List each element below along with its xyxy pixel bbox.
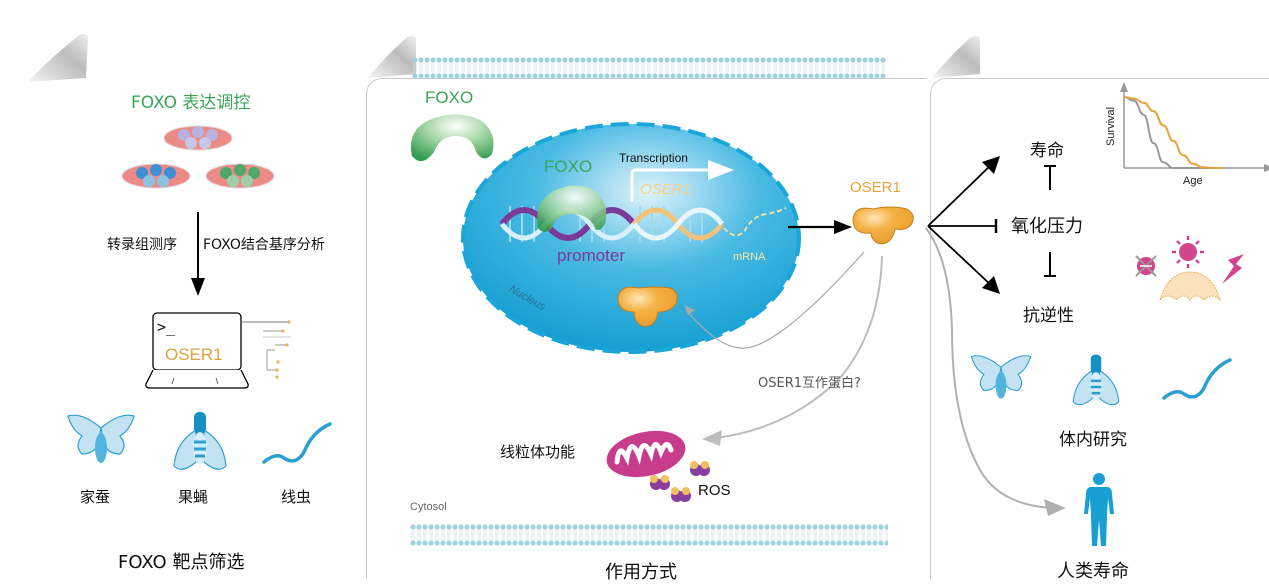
mitochondrion-icon [606, 430, 686, 478]
cell-membrane-bottom [410, 524, 888, 546]
inhibit-bar-resistance [1044, 252, 1056, 277]
page-curl-icon [28, 34, 88, 82]
oser1-interactor-label: OSER1互作蛋白? [758, 376, 861, 391]
nematode-worm-icon-invivo [1162, 358, 1232, 400]
human-figure-icon [1084, 473, 1114, 546]
mitochondria-function-label: 线粒体功能 [500, 443, 576, 461]
umbrella-icon [1159, 271, 1221, 302]
cytosol-label: Cytosol [410, 501, 447, 513]
laptop-icon [145, 312, 249, 389]
survival-series-control [1123, 96, 1223, 169]
terminal-result-oser1: OSER1 [165, 345, 223, 364]
sun-icon [1172, 236, 1204, 268]
stress-resistance-label: 抗逆性 [1023, 306, 1074, 326]
foxo-protein-icon [410, 114, 494, 162]
foxo-bound-label: FOXO [544, 157, 593, 176]
fruit-fly-icon [173, 412, 227, 470]
panel-outcomes-outline [930, 78, 1269, 579]
transcription-label: Transcription [619, 151, 688, 165]
petri-dish-blue [121, 163, 191, 189]
petri-dishes-icon [121, 125, 275, 189]
outcome-arrows [927, 156, 1000, 294]
promoter-label: promoter [557, 246, 626, 265]
nucleus-to-oser1-arrow [788, 220, 852, 234]
oser1-nuclear-protein-icon [617, 286, 678, 327]
oser1-protein-label: OSER1 [850, 179, 901, 196]
organism-label-silkworm: 家蚕 [80, 488, 111, 506]
oser1-gene-label: OSER1 [640, 181, 691, 198]
inhibit-bar-lifespan [1044, 165, 1056, 190]
human-lifespan-label: 人类寿命 [1057, 561, 1129, 582]
organism-label-nematode: 线虫 [281, 488, 312, 506]
survival-chart: Age Survival [1105, 82, 1269, 187]
petri-dish-green [205, 163, 275, 189]
fruit-fly-icon-invivo [1072, 354, 1120, 406]
y-axis-arrowhead [1120, 82, 1128, 92]
screening-arrow [191, 212, 205, 296]
oser1-to-mito-arrow [715, 255, 883, 439]
cell-membrane-top [412, 57, 886, 79]
lightning-icon [1222, 254, 1244, 284]
silkworm-moth-icon [67, 414, 135, 463]
mrna-label: mRNA [733, 251, 766, 263]
dna-helix [499, 206, 724, 242]
stress-protection-icon [1135, 236, 1244, 302]
page-curl-icon [368, 36, 416, 78]
pathogen-icon [1135, 255, 1157, 277]
ros-label: ROS [698, 482, 731, 499]
foxo-free-label: FOXO [425, 88, 474, 107]
oser1-protein-icon [852, 206, 914, 245]
oser1-to-human-arrowhead [1044, 499, 1066, 516]
phylogenetic-tree-icon [241, 320, 291, 379]
page-curl-icon [932, 36, 980, 78]
mrna-strand [723, 207, 787, 237]
oser1-to-nucleus-arrow [685, 251, 865, 349]
nucleus [461, 122, 801, 354]
survival-series-OSER1 [1123, 96, 1223, 169]
transcription-arrow [630, 160, 734, 202]
rnaseq-label: 转录组测序 [107, 237, 177, 253]
oser1-to-mito-arrowhead [702, 430, 722, 446]
oxidative-stress-label: 氧化压力 [1011, 216, 1083, 237]
panel-title-mechanism: 作用方式 [605, 562, 677, 583]
in-vivo-study-label: 体内研究 [1059, 430, 1127, 450]
panel-title-screening: FOXO 靶点筛选 [118, 552, 245, 573]
oser1-to-nucleus-arrowhead [684, 305, 695, 315]
arrow-to-lifespan [927, 163, 993, 227]
foxo-bound-protein-icon [537, 185, 607, 232]
y-axis-label: Survival [1105, 107, 1117, 146]
arrow-to-resistance [927, 225, 993, 287]
motif-analysis-label: FOXO结合基序分析 [203, 237, 325, 253]
foxo-expression-header: FOXO 表达调控 [131, 93, 251, 113]
lifespan-label: 寿命 [1030, 141, 1064, 161]
nematode-worm-icon [262, 422, 332, 464]
terminal-prompt: >_ [157, 318, 176, 336]
x-axis-arrowhead [1264, 164, 1269, 172]
organism-label-fruitfly: 果蝇 [178, 488, 209, 506]
x-axis-label: Age [1183, 175, 1203, 187]
petri-dish-purple [163, 125, 233, 151]
oser1-to-human-arrow [925, 227, 1053, 509]
silkworm-moth-icon-invivo [970, 355, 1032, 399]
ros-molecules-icon [650, 461, 710, 502]
